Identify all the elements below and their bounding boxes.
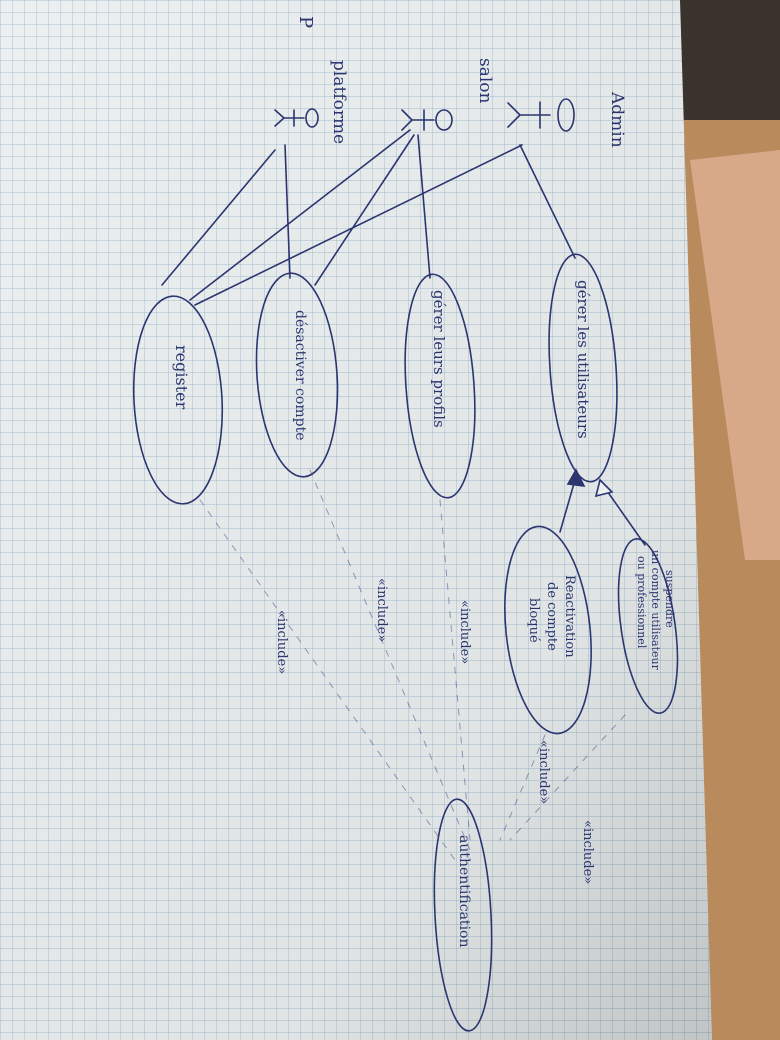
usecase-suspendre	[617, 537, 679, 715]
actor-admin-label: Admin	[607, 91, 627, 148]
include-label-5: «include»	[580, 820, 595, 884]
usecase-desactiver-compte-label: désactiver compte	[292, 310, 308, 440]
usecase-gerer-utilisateurs-label: gérer les utilisateurs	[574, 280, 592, 439]
paper-shading	[0, 0, 712, 1040]
usecase-reactivation-label: Reactivation de compte bloqué	[526, 575, 577, 658]
usecase-register-label: register	[172, 345, 191, 410]
svg-text:de compte: de compte	[544, 582, 559, 651]
include-label-1: «include»	[457, 600, 472, 664]
usecase-authentification-label: authentification	[456, 835, 472, 948]
actor-admin-figure	[507, 98, 575, 132]
include-label-3: «include»	[274, 610, 289, 674]
assoc-salon-desactiver	[314, 134, 415, 286]
actor-platform-figure	[274, 108, 319, 128]
assoc-platform-desactiver	[284, 144, 291, 279]
assoc-salon-profils	[417, 134, 431, 279]
generalization-reactivation	[559, 479, 576, 533]
actor-platform-label: platforme	[329, 60, 349, 144]
actor-salon-figure	[401, 109, 453, 131]
assoc-platform-register	[161, 149, 276, 286]
svg-text:suspendre: suspendre	[663, 570, 676, 628]
usecase-register	[132, 295, 224, 505]
generalization-arrowhead-2	[566, 468, 586, 487]
usecase-authentification	[433, 798, 493, 1032]
usecase-gerer-profils	[404, 273, 476, 499]
generalization-suspendre	[604, 487, 646, 546]
p-mark: P	[295, 16, 316, 28]
usecase-gerer-profils-label: gérer leurs profils	[430, 290, 448, 428]
include-line-3	[199, 499, 456, 861]
usecase-desactiver-compte	[255, 272, 339, 478]
assoc-admin-gerer	[519, 144, 576, 259]
svg-text:ou professionnel: ou professionnel	[635, 556, 648, 649]
usecase-suspendre-label: suspendre un compte utilisateur ou profe…	[635, 550, 676, 671]
svg-text:Reactivation: Reactivation	[562, 575, 577, 658]
assoc-salon-register	[189, 129, 411, 301]
include-line-4	[499, 734, 546, 841]
svg-text:un compte utilisateur: un compte utilisateur	[649, 550, 662, 671]
generalization-arrowhead	[594, 478, 614, 498]
include-line-5	[509, 714, 626, 841]
assoc-admin-register	[194, 144, 523, 306]
actor-salon-label: salon	[475, 58, 495, 104]
include-label-4: «include»	[536, 740, 551, 804]
include-label-2: «include»	[374, 578, 389, 642]
desk-edge	[690, 150, 780, 560]
usecase-gerer-utilisateurs	[548, 253, 618, 483]
include-line-1	[439, 499, 471, 841]
usecase-reactivation	[504, 525, 592, 735]
svg-text:bloqué: bloqué	[526, 598, 541, 643]
